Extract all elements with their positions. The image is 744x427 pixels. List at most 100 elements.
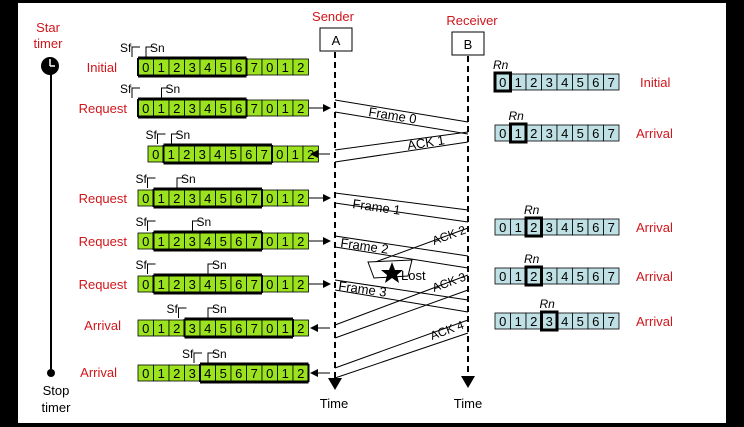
sn-label: Sn xyxy=(176,128,191,142)
receiver-cell-label: 0 xyxy=(499,220,506,235)
sender-cell-label: 2 xyxy=(173,366,180,381)
receiver-row-label: Arrival xyxy=(636,220,673,235)
ack1-line xyxy=(334,131,469,151)
sender-cell-label: 3 xyxy=(199,147,206,162)
receiver-cell-label: 6 xyxy=(592,314,599,329)
sn-pointer xyxy=(207,352,216,363)
sender-cell-label: 5 xyxy=(220,234,227,249)
timer-stop-dot xyxy=(47,369,55,377)
sender-box xyxy=(319,27,353,52)
receiver-cell-label: 4 xyxy=(561,314,568,329)
sender-cell-label: 1 xyxy=(158,366,165,381)
sender-box-label: A xyxy=(332,33,341,48)
sender-cell-label: 2 xyxy=(297,366,304,381)
sn-pointer xyxy=(207,263,216,274)
receiver-cell-label: 5 xyxy=(577,269,584,284)
receiver-cell-label: 1 xyxy=(515,314,522,329)
sender-row-label: Arrival xyxy=(84,318,121,333)
sender-cell-label: 0 xyxy=(142,234,149,249)
sf-pointer xyxy=(157,133,166,144)
sender-cell-label: 0 xyxy=(142,277,149,292)
sender-cell-label: 0 xyxy=(266,101,273,116)
sender-cell-label: 7 xyxy=(251,234,258,249)
rn-window xyxy=(540,310,559,332)
sender-cell-label: 1 xyxy=(282,234,289,249)
receiver-cell-label: 1 xyxy=(515,269,522,284)
sender-row-label: Request xyxy=(79,277,128,292)
sf-pointer xyxy=(147,177,156,188)
sender-cell-label: 2 xyxy=(297,234,304,249)
sender-cell-label: 4 xyxy=(204,101,211,116)
sender-cell-label: 0 xyxy=(142,60,149,75)
sender-row-label: Arrival xyxy=(80,365,117,380)
sn-label: Sn xyxy=(181,172,196,186)
sf-label: Sf xyxy=(136,215,148,229)
sender-cell-label: 2 xyxy=(173,101,180,116)
timer-stop-label-line1: Stop xyxy=(43,383,70,398)
receiver-cell-label: 6 xyxy=(592,126,599,141)
sender-cell xyxy=(292,99,309,117)
receiver-cell-label: 1 xyxy=(515,75,522,90)
sender-cell-label: 2 xyxy=(297,191,304,206)
receiver-cell-label: 3 xyxy=(546,220,553,235)
sender-cell-label: 1 xyxy=(282,101,289,116)
receiver-cell xyxy=(603,312,620,330)
receiver-cell-label: 0 xyxy=(499,126,506,141)
rn-label: Rn xyxy=(524,203,540,217)
rn-label: Rn xyxy=(524,252,540,266)
sender-cell-label: 6 xyxy=(235,321,242,336)
sender-cell-label: 7 xyxy=(251,366,258,381)
receiver-cell-label: 1 xyxy=(515,220,522,235)
sf-label: Sf xyxy=(182,347,194,361)
receiver-cell-label: 5 xyxy=(577,126,584,141)
rn-window xyxy=(493,71,512,93)
receiver-cell-label: 2 xyxy=(530,269,537,284)
sender-cell-label: 1 xyxy=(158,101,165,116)
sender-cell-label: 1 xyxy=(158,234,165,249)
receiver-cell-label: 3 xyxy=(546,269,553,284)
sender-cell-label: 3 xyxy=(189,321,196,336)
sender-cell-label: 0 xyxy=(266,277,273,292)
diagram-panel xyxy=(18,3,726,423)
sender-cell-label: 2 xyxy=(297,321,304,336)
sender-time-label: Time xyxy=(320,396,348,411)
sender-cell-label: 0 xyxy=(266,60,273,75)
receiver-cell-label: 5 xyxy=(577,220,584,235)
receiver-row-label: Arrival xyxy=(636,126,673,141)
rn-window xyxy=(509,122,528,144)
sender-cell-label: 1 xyxy=(158,60,165,75)
frame2-line xyxy=(334,235,469,257)
timer-start-label-line1: Star xyxy=(36,20,61,35)
rn-window xyxy=(524,216,543,238)
receiver-cell-label: 6 xyxy=(592,220,599,235)
sf-label: Sf xyxy=(120,41,132,55)
sender-cell xyxy=(292,189,309,207)
sender-cell-label: 3 xyxy=(189,60,196,75)
receiver-cell-label: 2 xyxy=(530,75,537,90)
sender-cell-label: 2 xyxy=(173,191,180,206)
receiver-cell xyxy=(603,218,620,236)
receiver-row-labels: Initial Arrival Arrival Arrival Arrival xyxy=(636,75,673,329)
receiver-row-label: Arrival xyxy=(636,269,673,284)
sender-cell-label: 7 xyxy=(261,147,268,162)
rn-label: Rn xyxy=(493,58,509,72)
receiver-cell-label: 2 xyxy=(530,126,537,141)
sender-cell-label: 2 xyxy=(297,101,304,116)
sender-cell-label: 4 xyxy=(204,321,211,336)
sender-cell-label: 4 xyxy=(204,234,211,249)
clock-icon xyxy=(41,57,59,75)
sender-timeline: Sender A Time xyxy=(312,9,355,411)
sender-cell-label: 0 xyxy=(266,191,273,206)
receiver-box-label: B xyxy=(464,37,473,52)
receiver-time-label: Time xyxy=(454,396,482,411)
receiver-cell xyxy=(603,73,620,91)
sender-cell-label: 0 xyxy=(142,191,149,206)
sn-label: Sn xyxy=(212,347,227,361)
sender-cell-label: 1 xyxy=(282,60,289,75)
receiver-cell-label: 2 xyxy=(530,220,537,235)
